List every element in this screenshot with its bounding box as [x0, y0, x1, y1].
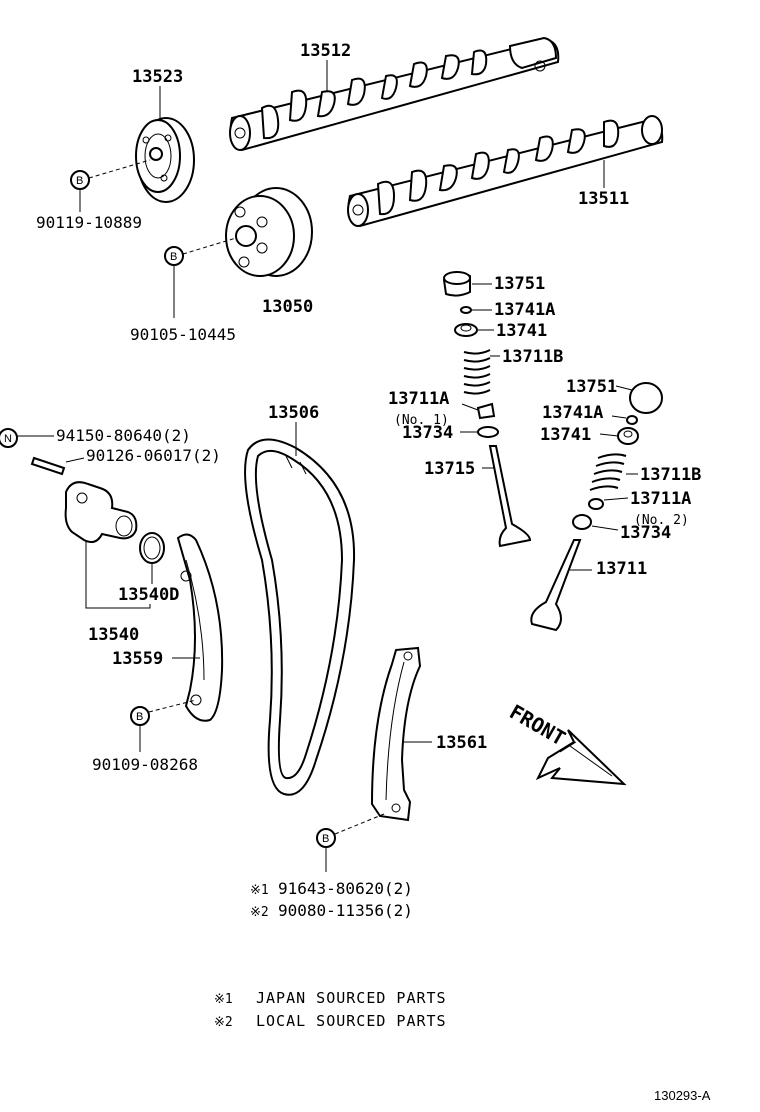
- valve-intake: [488, 445, 532, 548]
- label-90119-10889: 90119-10889: [36, 213, 142, 232]
- label-90105-10445: 90105-10445: [130, 325, 236, 344]
- marker-b-1: B: [76, 175, 83, 187]
- label-13711: 13711: [596, 559, 647, 579]
- label-90080-11356: 90080-11356(2): [278, 901, 413, 920]
- label-13711A-no1: 13711A: [388, 389, 449, 409]
- slipper-13559: [176, 533, 224, 722]
- label-13559: 13559: [112, 649, 163, 669]
- label-13540D: 13540D: [118, 585, 179, 605]
- label-13711B-ex: 13711B: [640, 465, 701, 485]
- label-13540: 13540: [88, 625, 139, 645]
- note-2-mark: ※2: [214, 1015, 233, 1030]
- tensioner-stud: [30, 456, 66, 476]
- label-13734-ex: 13734: [620, 523, 671, 543]
- label-13561: 13561: [436, 733, 487, 753]
- label-13741-ex: 13741: [540, 425, 591, 445]
- label-94150-80640: 94150-80640(2): [56, 426, 191, 445]
- front-label: FRONT: [506, 700, 570, 751]
- vvt-gear-13050: [225, 187, 313, 277]
- keeper-exhaust: [626, 415, 638, 425]
- marker-n: N: [4, 433, 12, 445]
- keeper-intake: [460, 306, 472, 314]
- spring-exhaust: [589, 453, 627, 491]
- label-13751-ex: 13751: [566, 377, 617, 397]
- note-2-text: LOCAL SOURCED PARTS: [256, 1012, 447, 1030]
- valve-exhaust: [530, 539, 582, 632]
- label-no2: (No. 2): [634, 513, 689, 528]
- label-13512: 13512: [300, 41, 351, 61]
- seat-no1: [476, 402, 496, 420]
- camshaft-13512: [229, 36, 560, 152]
- label-13711A-no2: 13711A: [630, 489, 691, 509]
- lifter-exhaust: [629, 382, 663, 414]
- sprocket-13523: [135, 117, 195, 203]
- marker-b-4: B: [322, 833, 329, 845]
- label-13741A-ex: 13741A: [542, 403, 603, 423]
- gasket-13540D: [139, 532, 165, 564]
- tensioner-13540: [64, 481, 138, 543]
- label-13751-in: 13751: [494, 274, 545, 294]
- label-13734-in: 13734: [402, 423, 453, 443]
- label-13741-in: 13741: [496, 321, 547, 341]
- label-13741A-in: 13741A: [494, 300, 555, 320]
- seal-exhaust: [572, 514, 592, 530]
- label-13523: 13523: [132, 67, 183, 87]
- lifter-intake: [442, 271, 471, 297]
- diagram-ref: 130293-A: [654, 1088, 711, 1103]
- mark-star2: ※2: [250, 905, 269, 920]
- label-13506: 13506: [268, 403, 319, 423]
- marker-b-2: B: [170, 251, 177, 263]
- label-13511: 13511: [578, 189, 629, 209]
- marker-b-3: B: [136, 711, 143, 723]
- label-no1: (No. 1): [394, 413, 449, 428]
- mark-star1: ※1: [250, 883, 269, 898]
- front-arrow-icon: FRONT: [506, 700, 627, 786]
- seal-intake: [477, 426, 499, 438]
- note-1-text: JAPAN SOURCED PARTS: [256, 989, 447, 1007]
- note-1-mark: ※1: [214, 992, 233, 1007]
- seat-no2: [588, 498, 604, 510]
- retainer-intake: [454, 323, 478, 337]
- guide-13561: [370, 646, 422, 822]
- timing-chain-13506: [244, 438, 356, 796]
- camshaft-13511: [347, 115, 664, 228]
- label-13715: 13715: [424, 459, 475, 479]
- label-13711B-in: 13711B: [502, 347, 563, 367]
- label-13050: 13050: [262, 297, 313, 317]
- retainer-exhaust: [617, 427, 639, 445]
- spring-intake: [463, 349, 491, 395]
- label-91643-80620: 91643-80620(2): [278, 879, 413, 898]
- label-90126-06017: 90126-06017(2): [86, 446, 221, 465]
- label-90109-08268: 90109-08268: [92, 755, 198, 774]
- bolt-marker-n: [0, 428, 18, 448]
